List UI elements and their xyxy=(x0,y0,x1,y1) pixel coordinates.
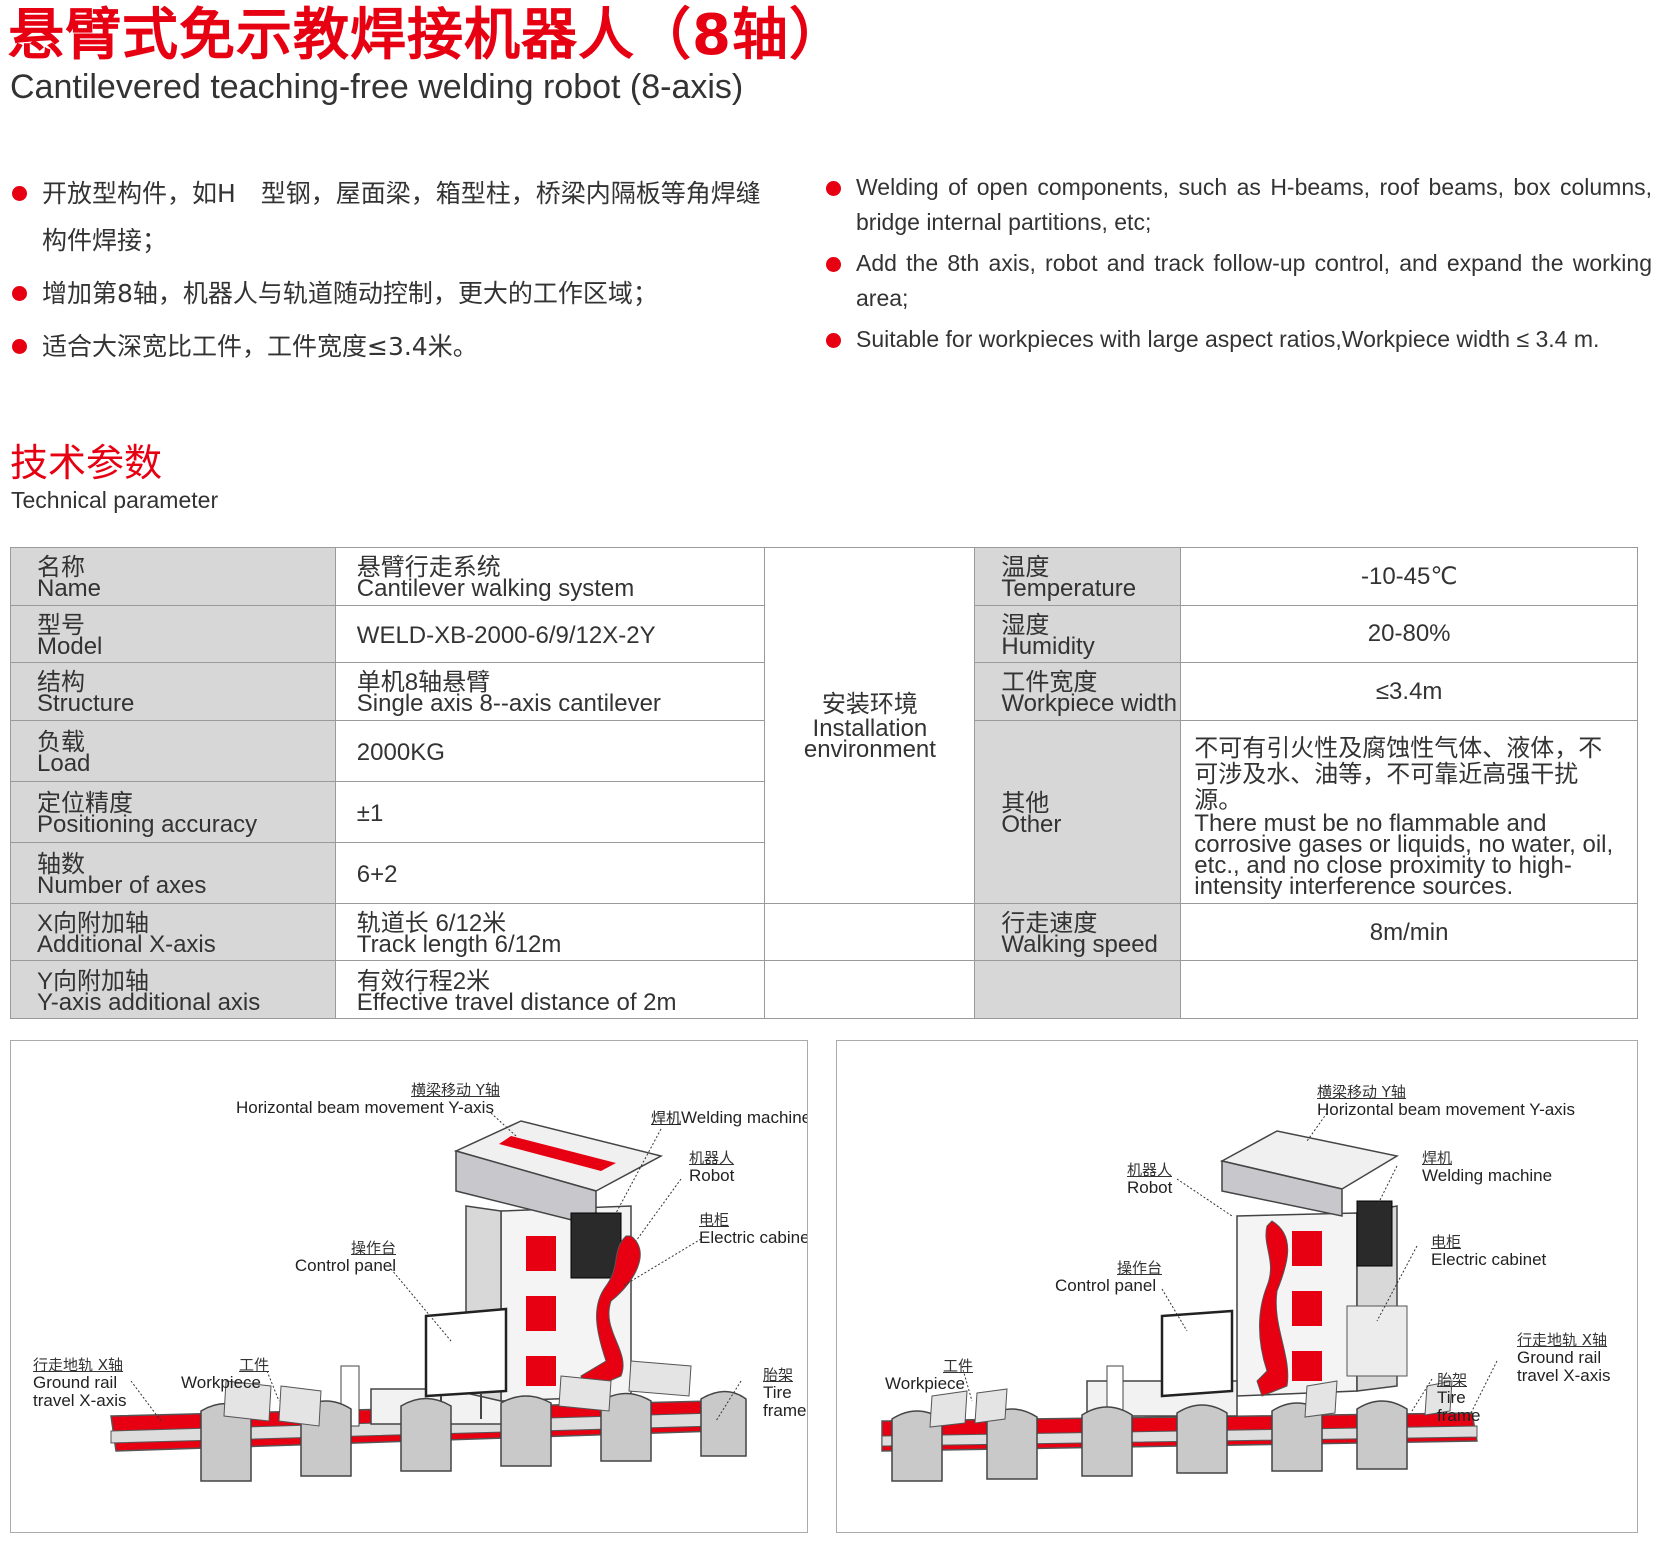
bullet-icon xyxy=(826,181,841,196)
robot-illustration xyxy=(110,1112,747,1482)
bullet-icon xyxy=(826,333,841,348)
bullet-icon xyxy=(12,286,27,301)
empty-cell xyxy=(1180,960,1638,1019)
feature-item: 开放型构件，如H 型钢，屋面梁，箱型柱，桥梁内隔板等角焊缝构件焊接； xyxy=(12,170,782,264)
page-title: 悬臂式免示教焊接机器人（8轴） xyxy=(8,3,846,68)
speed-value: 8m/min xyxy=(1180,902,1638,962)
features-list-cn: 开放型构件，如H 型钢，屋面梁，箱型柱，桥梁内隔板等角焊缝构件焊接； 增加第8轴… xyxy=(12,170,782,376)
param-value: WELD-XB-2000-6/9/12X-2Y xyxy=(334,604,766,664)
page-subtitle: Cantilevered teaching-free welding robot… xyxy=(10,68,744,106)
env-value: 20-80% xyxy=(1180,604,1638,664)
param-value: 6+2 xyxy=(334,841,766,904)
feature-item: Welding of open components, such as H-be… xyxy=(826,170,1652,240)
robot-illustration xyxy=(881,1112,1498,1482)
feature-item: 适合大深宽比工件，工件宽度≤3.4米。 xyxy=(12,323,782,370)
section-title: 技术参数 xyxy=(10,441,163,485)
feature-item: Suitable for workpieces with large aspec… xyxy=(826,322,1652,357)
feature-item: 增加第8轴，机器人与轨道随动控制，更大的工作区域； xyxy=(12,270,782,317)
features-list-en: Welding of open components, such as H-be… xyxy=(826,170,1652,363)
param-value: 2000KG xyxy=(334,719,766,782)
empty-cell xyxy=(764,902,976,962)
bullet-icon xyxy=(826,257,841,272)
empty-cell xyxy=(764,960,976,1019)
annotation-welder: 焊机Welding machine xyxy=(651,1108,808,1128)
bullet-icon xyxy=(12,339,27,354)
env-value: ≤3.4m xyxy=(1180,662,1638,721)
install-env-cell: 安装环境 Installation environment xyxy=(764,547,976,904)
bullet-icon xyxy=(12,186,27,201)
empty-label xyxy=(974,960,1182,1019)
param-value: ±1 xyxy=(334,780,766,843)
feature-item: Add the 8th axis, robot and track follow… xyxy=(826,246,1652,316)
env-value: -10-45℃ xyxy=(1180,547,1638,606)
other-value: 不可有引火性及腐蚀性气体、液体，不可涉及水、油等，不可靠近高强干扰源。 Ther… xyxy=(1180,719,1638,904)
section-subtitle: Technical parameter xyxy=(11,487,219,513)
